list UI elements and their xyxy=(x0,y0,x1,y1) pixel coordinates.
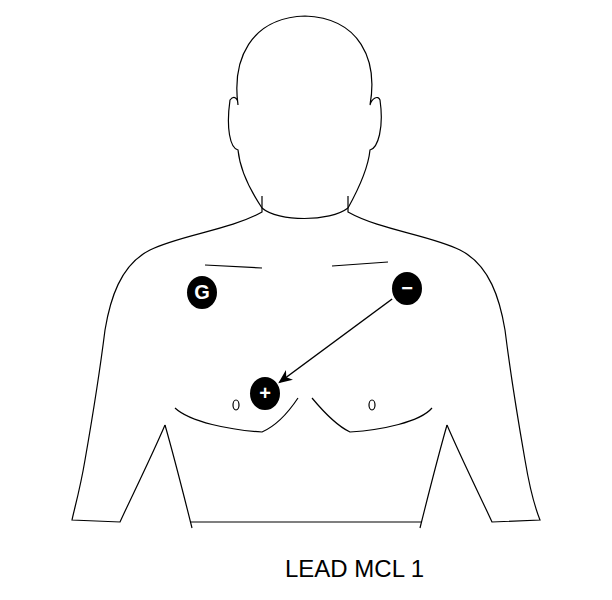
lead-caption: LEAD MCL 1 xyxy=(285,555,424,583)
electrode-label: G xyxy=(194,282,210,302)
left-pectoral xyxy=(175,398,298,432)
left-flank xyxy=(165,425,192,528)
right-clavicle xyxy=(332,262,388,266)
positive-electrode: + xyxy=(250,377,280,410)
right-flank xyxy=(420,425,447,528)
lead-vector-arrow xyxy=(280,299,392,382)
right-nipple xyxy=(369,400,375,410)
electrode-label: − xyxy=(401,278,413,298)
left-nipple xyxy=(233,400,239,410)
waist-line xyxy=(190,521,422,522)
left-arm-outline xyxy=(72,196,262,522)
ground-electrode: G xyxy=(187,276,217,309)
negative-electrode: − xyxy=(392,272,422,305)
electrode-label: + xyxy=(259,383,271,403)
left-clavicle xyxy=(205,265,262,268)
jaw-line xyxy=(262,208,348,219)
right-pectoral xyxy=(312,398,432,432)
right-arm-outline xyxy=(348,196,540,522)
head-outline xyxy=(228,16,381,208)
